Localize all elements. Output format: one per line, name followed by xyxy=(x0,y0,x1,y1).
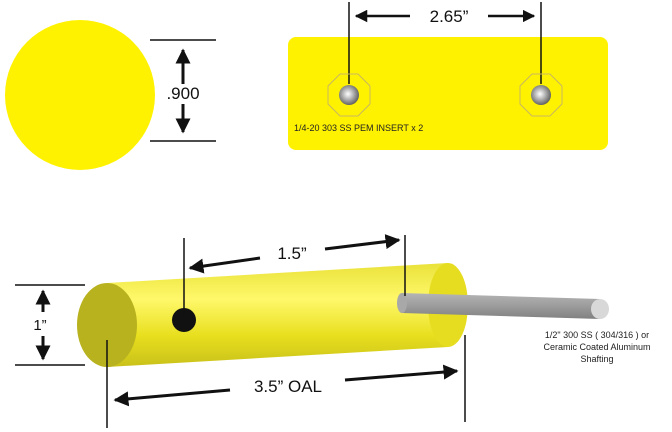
cylinder-body xyxy=(107,263,448,367)
top-view: .900 xyxy=(5,20,216,170)
svg-text:1/2" 300 SS ( 304/316 ) or: 1/2" 300 SS ( 304/316 ) or xyxy=(545,330,649,340)
mounting-plate: 2.65” 1/4-20 303 SS PEM INSERT x 2 xyxy=(288,2,608,150)
hole-offset-label: 1.5” xyxy=(277,244,307,263)
float-end-circle xyxy=(5,20,155,170)
svg-text:Ceramic Coated Aluminum: Ceramic Coated Aluminum xyxy=(543,342,650,352)
pem-insert xyxy=(519,73,563,117)
diameter-label: .900 xyxy=(166,84,199,103)
side-diameter-label: 1” xyxy=(33,317,46,334)
insert-label: 1/4-20 303 SS PEM INSERT x 2 xyxy=(294,123,423,133)
shaft xyxy=(402,293,600,319)
mounting-hole xyxy=(172,308,196,332)
svg-text:Shafting: Shafting xyxy=(580,354,613,364)
shaft-note: 1/2" 300 SS ( 304/316 ) or Ceramic Coate… xyxy=(543,330,650,364)
length-label: 3.5” OAL xyxy=(254,377,322,396)
length-arrow-right xyxy=(344,364,459,382)
hole-offset-arrow-left xyxy=(188,256,261,274)
length-arrow-left xyxy=(113,388,231,407)
spacing-label: 2.65” xyxy=(430,7,469,26)
hole-offset-arrow-right xyxy=(324,234,401,251)
cylinder-end-face xyxy=(77,283,137,367)
side-view: 1.5” 1” 3.5” OAL 1/2" 300 SS ( 304/316 )… xyxy=(15,234,651,428)
pem-insert xyxy=(327,73,371,117)
